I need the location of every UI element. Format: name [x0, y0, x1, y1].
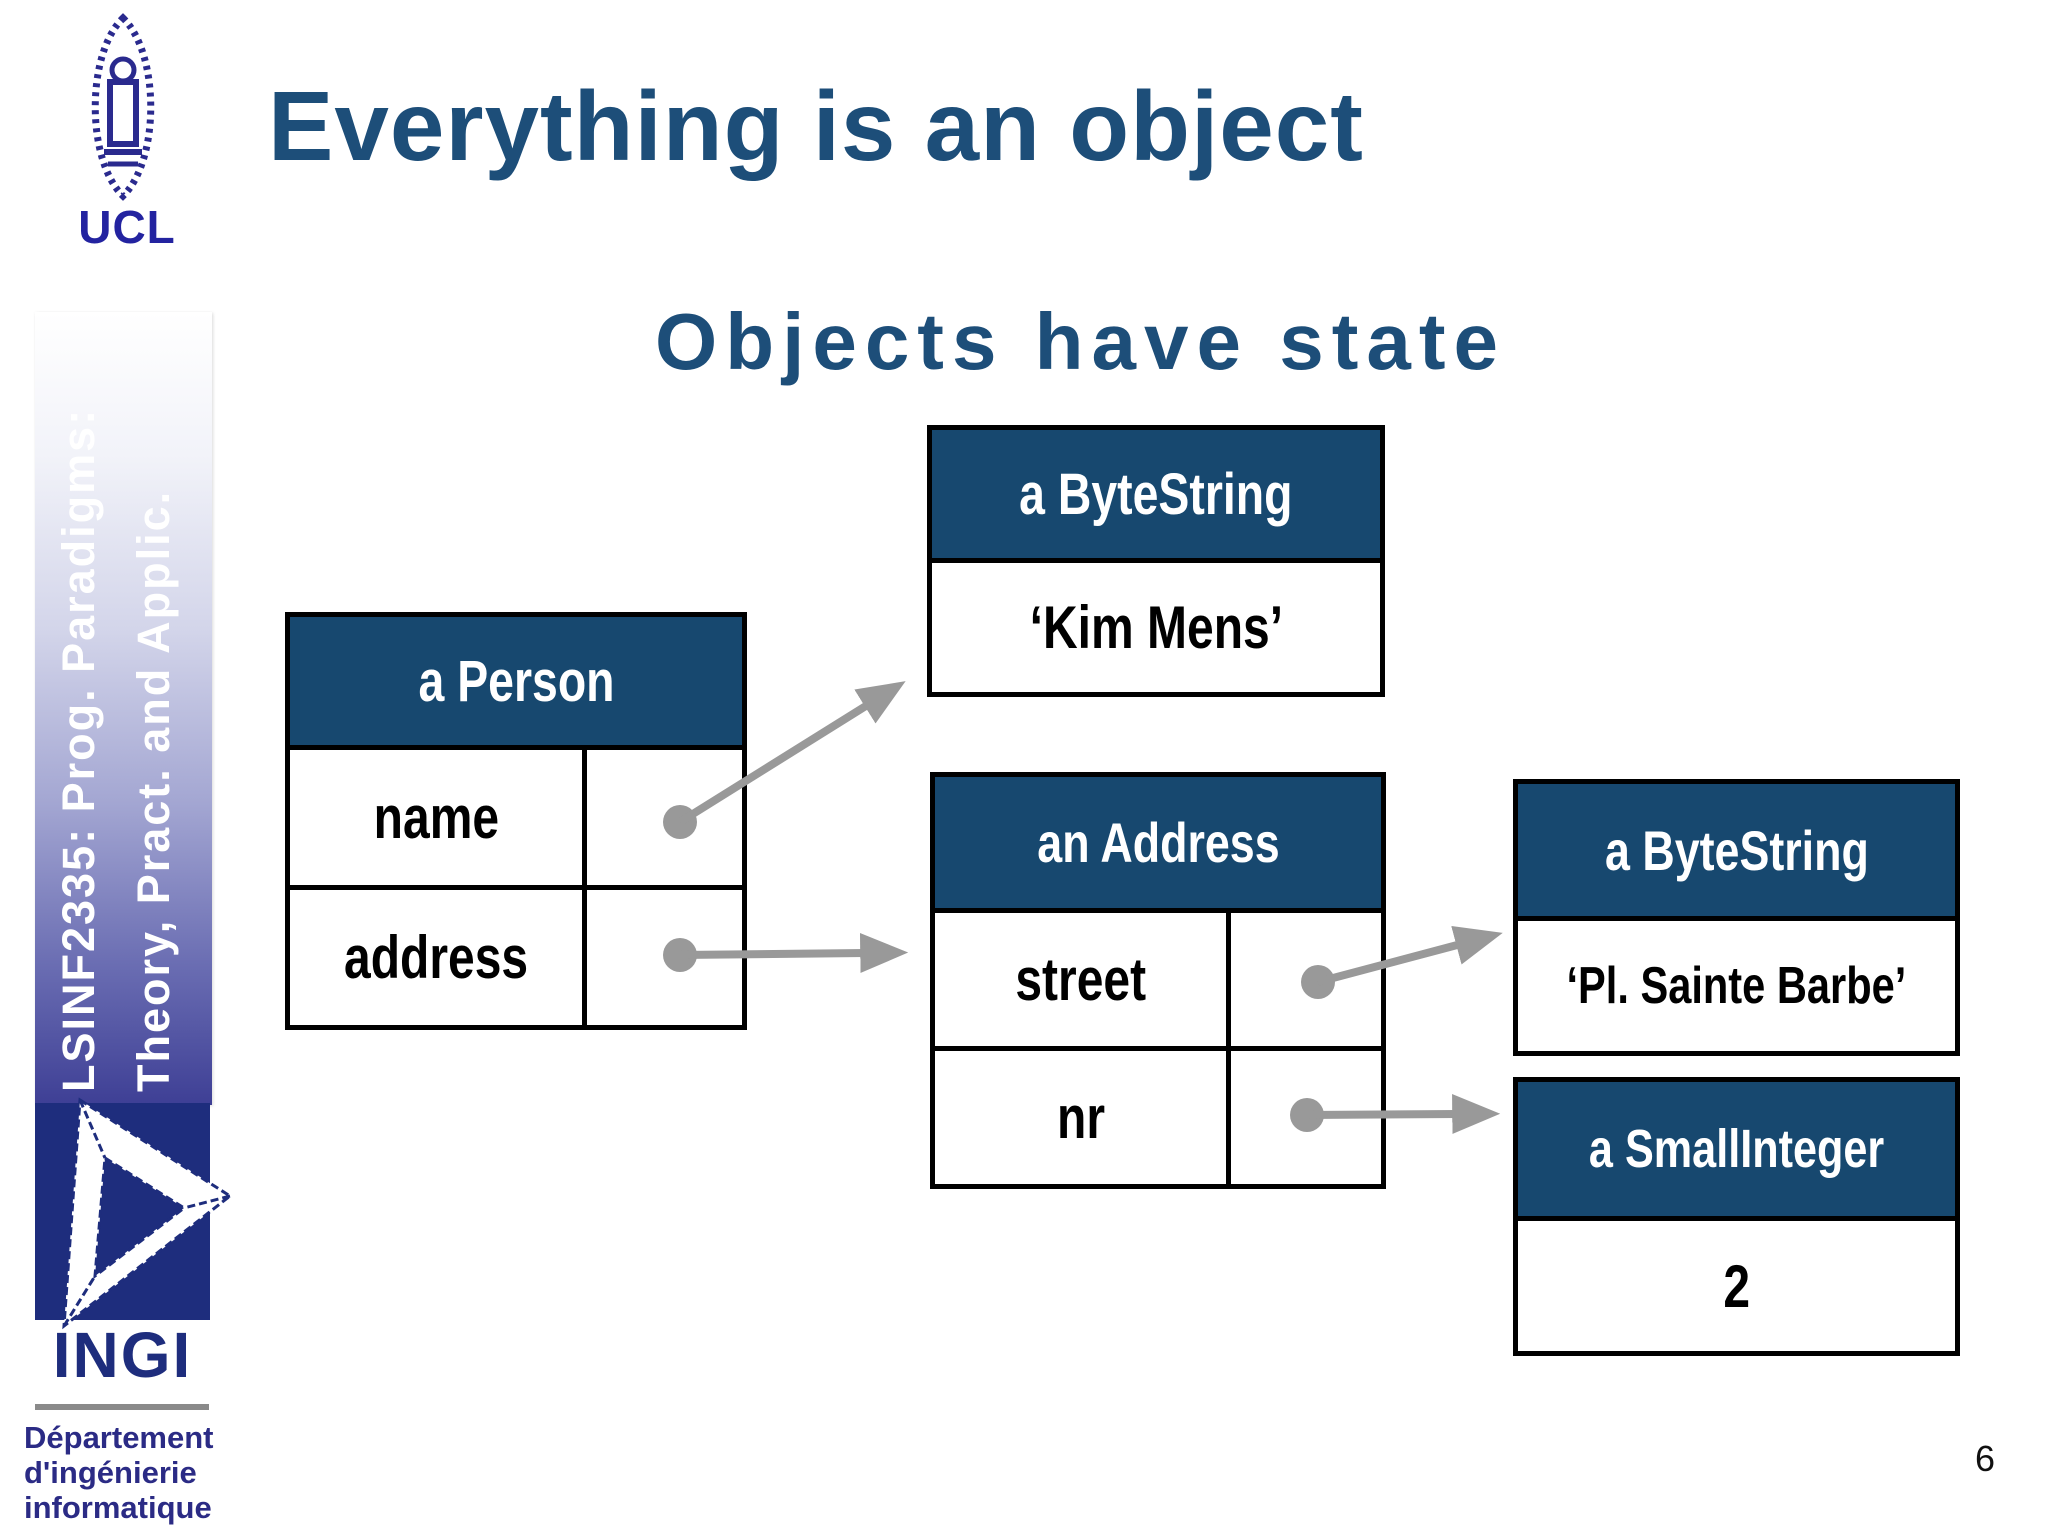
slide-subtitle: Objects have state — [655, 297, 1506, 386]
object-header-bytestring-street: a ByteString — [1518, 784, 1955, 921]
pointer-slot-name — [587, 750, 742, 885]
ucl-logo-text: UCL — [78, 201, 176, 253]
field-label-street-cell: street — [935, 913, 1231, 1046]
field-label-address-cell: address — [290, 890, 587, 1025]
pointer-slot-nr — [1231, 1051, 1381, 1184]
department-name: Département d'ingénierie informatique — [24, 1420, 220, 1525]
object-value-two: 2 — [1518, 1221, 1955, 1351]
object-box-bytestring-street: a ByteString ‘Pl. Sainte Barbe’ — [1513, 779, 1960, 1056]
field-row-nr: nr — [935, 1046, 1381, 1184]
department-line-1: Département — [24, 1420, 214, 1455]
field-label-name-cell: name — [290, 750, 587, 885]
slide-title: Everything is an object — [268, 71, 1364, 181]
department-line-3: informatique — [24, 1490, 212, 1525]
object-box-person: a Person name address — [285, 612, 747, 1030]
object-title-bytestring-name: a ByteString — [1019, 461, 1293, 527]
department-line-2: d'ingénierie — [24, 1455, 197, 1490]
object-header-address: an Address — [935, 777, 1381, 913]
smallinteger-value-text: 2 — [1723, 1252, 1750, 1320]
field-label-name: name — [373, 784, 499, 851]
field-label-nr-cell: nr — [935, 1051, 1231, 1184]
object-header-person: a Person — [290, 617, 742, 750]
ingi-divider-line — [35, 1404, 209, 1410]
bytestring-name-value-text: ‘Kim Mens’ — [1029, 594, 1283, 661]
course-banner: LSINF2335: Prog. Paradigms: Theory, Prac… — [35, 312, 212, 1105]
ingi-logo-text: INGI — [52, 1319, 193, 1391]
object-header-bytestring-name: a ByteString — [932, 430, 1380, 563]
object-box-smallinteger: a SmallInteger 2 — [1513, 1077, 1960, 1356]
object-value-kim-mens: ‘Kim Mens’ — [932, 563, 1380, 692]
object-box-bytestring-name: a ByteString ‘Kim Mens’ — [927, 425, 1385, 697]
object-box-address: an Address street nr — [930, 772, 1386, 1189]
page-number: 6 — [1974, 1438, 1996, 1479]
field-label-address: address — [343, 924, 529, 991]
ingi-penrose-triangle-icon — [62, 1097, 233, 1330]
bytestring-street-value-text: ‘Pl. Sainte Barbe’ — [1566, 957, 1907, 1015]
course-title-line1: LSINF2335: Prog. Paradigms: — [53, 407, 104, 1092]
object-title-address: an Address — [1036, 811, 1280, 874]
course-title-line2: Theory, Pract. and Applic. — [128, 489, 179, 1092]
field-label-street: street — [1015, 946, 1146, 1013]
ucl-seal-icon — [91, 13, 155, 201]
field-row-name: name — [290, 750, 742, 885]
field-row-address: address — [290, 885, 742, 1025]
object-header-smallinteger: a SmallInteger — [1518, 1082, 1955, 1221]
pointer-slot-street — [1231, 913, 1381, 1046]
pointer-slot-address — [587, 890, 742, 1025]
object-title-smallinteger: a SmallInteger — [1588, 1119, 1885, 1179]
object-title-person: a Person — [418, 648, 614, 714]
field-label-nr: nr — [1056, 1084, 1105, 1151]
object-value-pl-sainte-barbe: ‘Pl. Sainte Barbe’ — [1518, 921, 1955, 1051]
object-title-bytestring-street: a ByteString — [1604, 818, 1869, 882]
field-row-street: street — [935, 913, 1381, 1046]
